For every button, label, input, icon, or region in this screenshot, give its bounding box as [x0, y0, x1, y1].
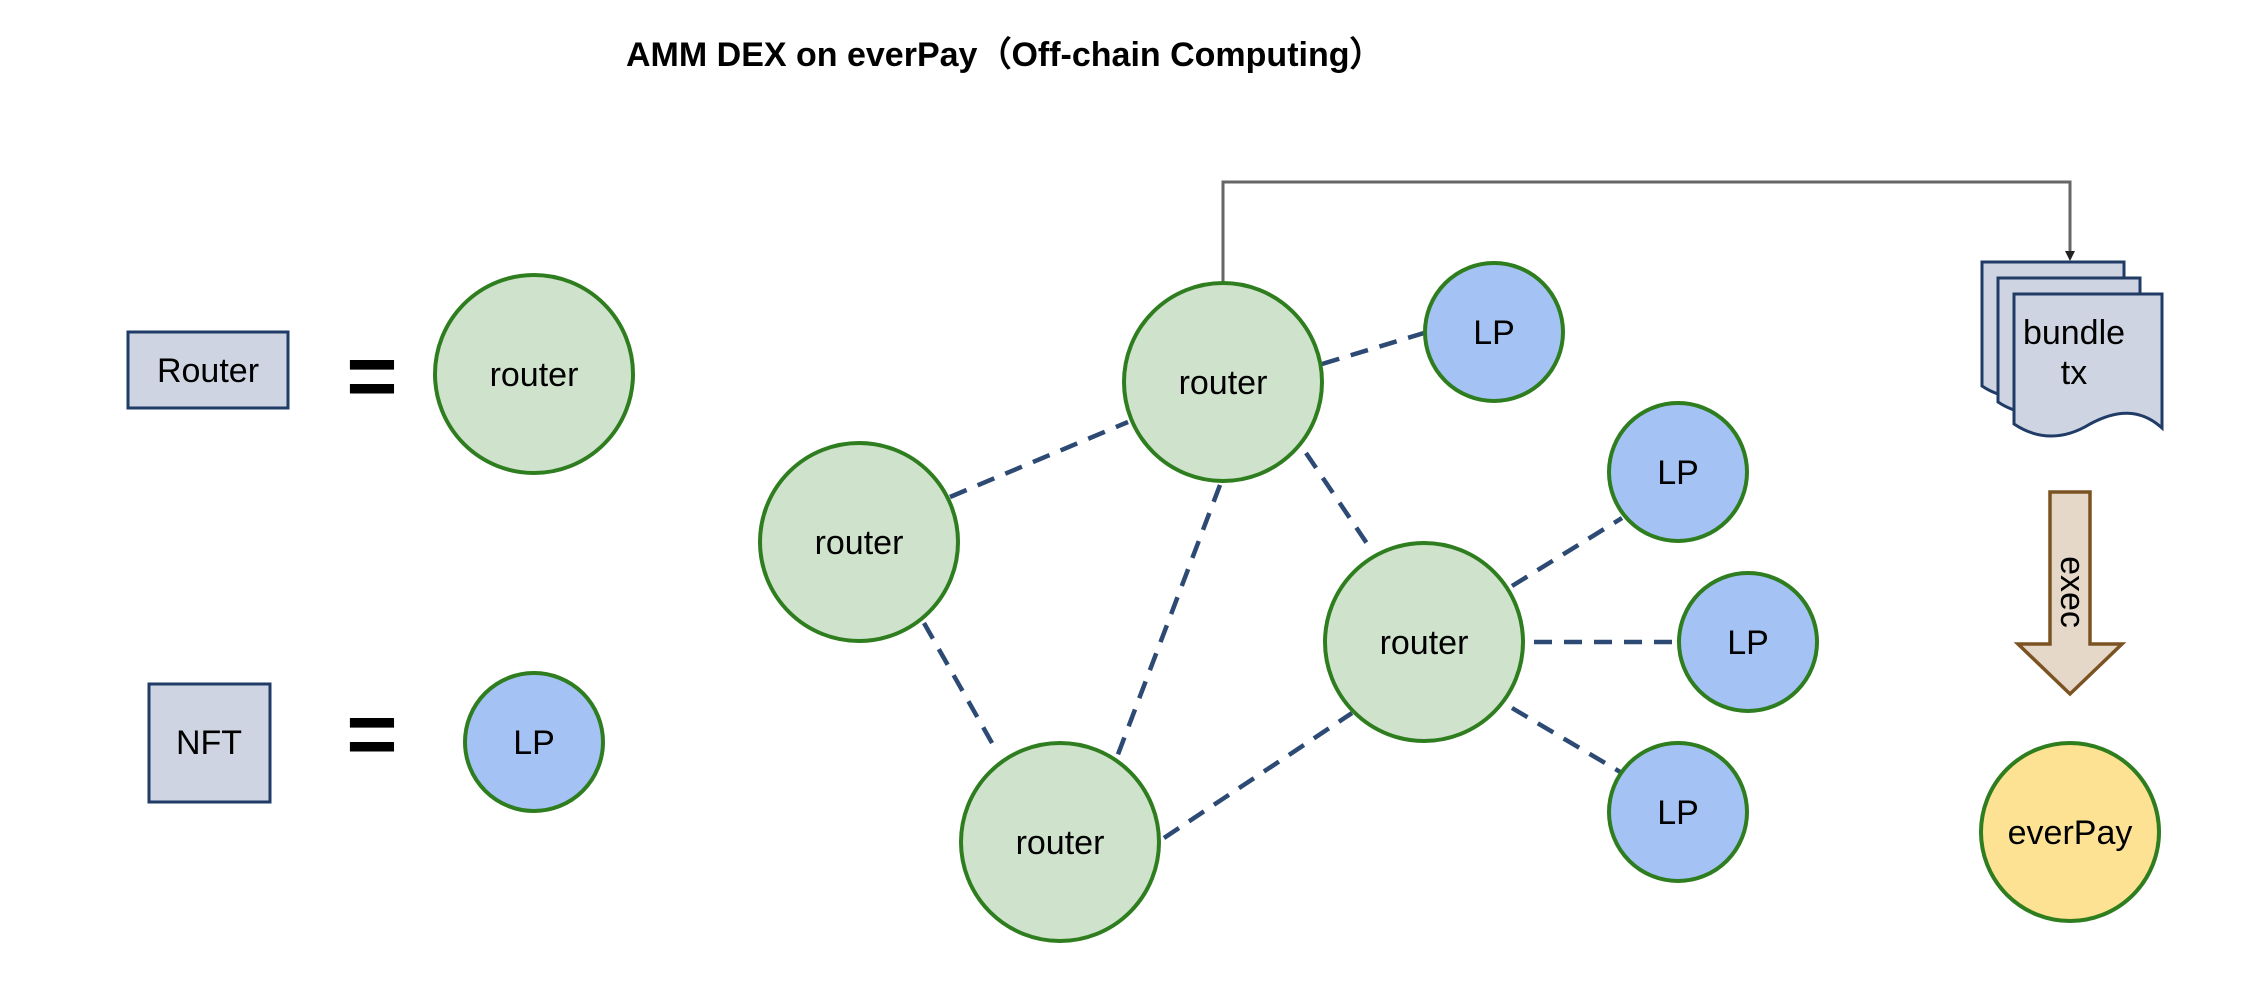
legend-nft-box-label: NFT [176, 724, 242, 762]
router-node-bottom: router [959, 741, 1161, 943]
router-top-circle [1122, 281, 1324, 483]
lp-right-3-circle [1607, 741, 1749, 883]
router-left-circle [758, 441, 960, 643]
router-right-circle [1323, 541, 1525, 743]
router-node-right: router [1323, 541, 1525, 743]
lp-node-top: LP [1423, 261, 1565, 403]
edge-left-bottom [922, 621, 998, 752]
exec-arrow-shape [2013, 490, 2127, 697]
lp-right-2-label: LP [1727, 624, 1769, 662]
router-right-label: router [1380, 624, 1469, 662]
bundle-connector [1221, 180, 2075, 282]
edge-right-lp3 [1510, 706, 1624, 775]
diagram-title: AMM DEX on everPay（Off-chain Computing） [626, 35, 1384, 74]
everpay-label: everPay [2008, 814, 2133, 852]
lp-right-3-label: LP [1657, 794, 1699, 832]
exec-arrow: exec [2013, 490, 2127, 697]
router-bottom-label: router [1016, 824, 1105, 862]
legend-router-circle-label: router [490, 356, 579, 394]
everpay-circle [1979, 741, 2161, 923]
legend-nft: NFT = LP [147, 671, 605, 813]
lp-top-label: LP [1473, 314, 1515, 352]
everpay-node: everPay [1979, 741, 2161, 923]
edge-left-top [949, 419, 1129, 500]
router-top-label: router [1179, 364, 1268, 402]
bundle-label-line1: bundle [2023, 314, 2125, 352]
legend-lp-circle [463, 671, 605, 813]
edge-right-lp1 [1510, 516, 1624, 588]
lp-right-1-circle [1607, 401, 1749, 543]
edge-top-lp [1321, 330, 1425, 367]
lp-node-right-2: LP [1677, 571, 1819, 713]
router-node-top: router [1122, 281, 1324, 483]
legend-router: Router = router [126, 273, 635, 475]
lp-right-2-circle [1677, 571, 1819, 713]
bundle-tx-documents: bundle tx [1980, 260, 2164, 438]
legend-router-box [126, 330, 290, 410]
bundle-label-line2: tx [2061, 354, 2087, 392]
legend-nft-equals: = [346, 684, 397, 783]
router-bottom-circle [959, 741, 1161, 943]
router-node-left: router [758, 441, 960, 643]
legend-router-equals: = [346, 326, 397, 425]
lp-node-right-3: LP [1607, 741, 1749, 883]
legend-router-box-label: Router [157, 352, 259, 390]
edge-top-bottom [1114, 484, 1223, 758]
router-left-label: router [815, 524, 904, 562]
network-edges [922, 330, 1680, 840]
bundle-doc-front [2012, 292, 2164, 438]
legend-lp-circle-label: LP [513, 724, 555, 762]
legend-router-circle [433, 273, 635, 475]
exec-label: exec [2053, 556, 2091, 628]
edge-bottom-right [1162, 711, 1354, 840]
lp-node-right-1: LP [1607, 401, 1749, 543]
lp-top-circle [1423, 261, 1565, 403]
legend-nft-box [147, 682, 272, 804]
edge-top-right [1304, 451, 1370, 547]
lp-right-1-label: LP [1657, 454, 1699, 492]
